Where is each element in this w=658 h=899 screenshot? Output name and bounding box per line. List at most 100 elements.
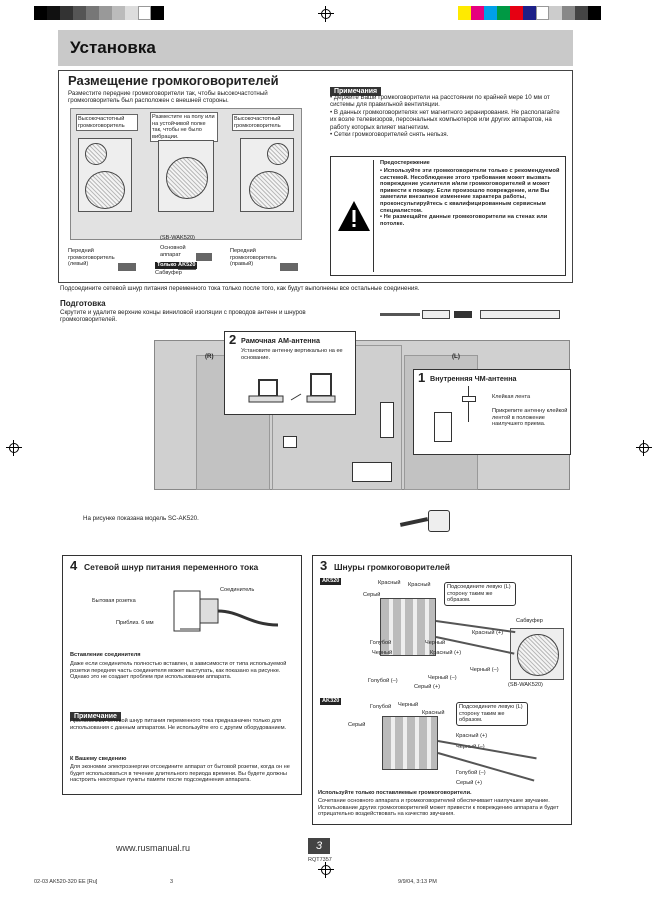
ak520-gray-label: Серый bbox=[363, 592, 381, 598]
ak520-black-minus-2: Черный (–) bbox=[428, 675, 457, 681]
info-title: К Вашему сведению bbox=[70, 756, 127, 762]
ak520-terminal-block bbox=[380, 598, 436, 656]
front-left-block bbox=[118, 263, 136, 271]
ak320-terminal-block bbox=[382, 716, 438, 770]
ak520-red-label-2: Красный bbox=[408, 582, 431, 588]
ak320-tag: AK320 bbox=[320, 698, 342, 705]
am-antenna-callout: 2 Рамочная АМ-антенна Установите антенну… bbox=[224, 331, 356, 415]
fm-tape bbox=[462, 396, 476, 402]
front-speaker-right bbox=[240, 138, 294, 212]
ak520-red-label: Красный bbox=[378, 580, 401, 586]
am-loop-antenna-icon bbox=[248, 373, 336, 403]
ak520-gray-plus: Серый (+) bbox=[414, 684, 440, 690]
ak320-gray-plus: Серый (+) bbox=[456, 780, 482, 786]
r-label: (R) bbox=[205, 353, 214, 360]
placement-intro: Разместите передние громкоговорители так… bbox=[68, 90, 268, 105]
cords-step-number: 3 bbox=[320, 558, 328, 573]
ak520-black-label-2: Черный bbox=[425, 640, 446, 646]
front-left-label: Передний громкоговоритель (левый) bbox=[68, 248, 115, 268]
color-bar-right bbox=[458, 6, 601, 20]
footer-page-badge: 3 bbox=[308, 838, 330, 854]
power-note-tag: Примечание bbox=[70, 712, 121, 721]
main-unit-block bbox=[196, 253, 212, 261]
notes-tag-wrap: Примечания bbox=[330, 80, 382, 98]
use-only-title: Используйте только поставляемые громкого… bbox=[318, 790, 472, 796]
footer-file: 02-03 AK520-320 EE [Ru] bbox=[34, 879, 98, 885]
tweeter-right-label: Высокочастотный громкоговоритель bbox=[232, 114, 294, 132]
note-item: • Сетки громкоговорителей снять нельзя. bbox=[330, 131, 449, 139]
ak520-connect-left: Подсоедините левую (L) сторону таким же … bbox=[444, 582, 516, 606]
cords-section-box bbox=[312, 555, 572, 825]
fm-step-number: 1 bbox=[418, 370, 426, 385]
ak520-subwoofer-label: Сабвуфер bbox=[516, 618, 543, 624]
ak520-black-minus: Черный (–) bbox=[470, 667, 499, 673]
ak520-black-label: Черный bbox=[372, 650, 393, 656]
floor-note-label: Разместите на полу или на устойчивой пол… bbox=[150, 112, 218, 143]
prep-title: Подготовка bbox=[60, 299, 106, 308]
warning-icon-wrap bbox=[334, 160, 374, 272]
connector-label: Соединитель bbox=[220, 587, 255, 593]
power-inlet bbox=[283, 436, 297, 448]
footer-code: RQT7357 bbox=[308, 857, 332, 863]
outlet-label: Бытовая розетка bbox=[92, 598, 136, 604]
caution-title: Предостережение bbox=[380, 160, 430, 166]
header-band: Установка bbox=[58, 30, 573, 66]
connect-note: Подсоедините сетевой шнур питания переме… bbox=[60, 285, 420, 292]
ak320-red-plus: Красный (+) bbox=[456, 733, 488, 739]
fm-title: Внутренняя ЧМ-антенна bbox=[430, 374, 517, 383]
power-note-text: Прилагаемый сетевой шнур питания перемен… bbox=[70, 718, 287, 731]
ak520-tag: AK520 bbox=[320, 578, 342, 585]
wall-socket bbox=[428, 510, 450, 532]
main-unit-label: Основной аппарат bbox=[160, 245, 186, 258]
caution-item: • Не размещайте данные громкоговорители … bbox=[380, 214, 548, 227]
fm-text: Прикрепите антенну клейкой лентой в поло… bbox=[492, 408, 568, 428]
front-right-block bbox=[280, 263, 298, 271]
page-title: Установка bbox=[70, 38, 156, 57]
approx-label: Приблиз. 6 мм bbox=[116, 620, 154, 626]
cords-title: Шнуры громкоговорителей bbox=[334, 562, 451, 572]
caution-box bbox=[330, 156, 566, 276]
fm-terminal bbox=[434, 412, 452, 442]
ak520-blue-minus: Голубой (–) bbox=[368, 678, 398, 684]
antenna-terminal bbox=[380, 402, 394, 438]
footer-page-small: 3 bbox=[170, 879, 174, 885]
caution-list: • Используйте эти громкоговорители тольк… bbox=[380, 168, 562, 227]
l-label: (L) bbox=[452, 353, 460, 360]
power-step-number: 4 bbox=[70, 558, 78, 573]
notes-tag: Примечания bbox=[330, 87, 382, 96]
page-number: 3 bbox=[315, 840, 323, 852]
ak520-red-plus: Красный (+) bbox=[472, 630, 504, 636]
registration-mark-bottom bbox=[318, 862, 334, 878]
terminal-panel bbox=[352, 462, 392, 482]
ak320-gray-label: Серый bbox=[348, 722, 366, 728]
am-step-number: 2 bbox=[229, 332, 237, 347]
subwoofer-label: Сабвуфер bbox=[155, 270, 182, 276]
ak320-blue-label: Голубой bbox=[370, 704, 392, 710]
power-note-tag-wrap: Примечание bbox=[70, 705, 121, 723]
color-bar-left bbox=[34, 6, 164, 20]
ak320-black-label: Черный bbox=[398, 702, 419, 708]
am-text: Установите антенну вертикально на ее осн… bbox=[241, 348, 343, 361]
registration-mark-right bbox=[636, 440, 652, 456]
ak320-red-label: Красный bbox=[422, 710, 445, 716]
insert-text: Даже если соединитель полностью вставлен… bbox=[70, 661, 287, 681]
wire-illustration bbox=[380, 308, 570, 322]
front-speaker-left bbox=[78, 138, 132, 212]
power-connector-icon bbox=[173, 590, 279, 632]
note-item: • В данных громкоговорителях нет магнитн… bbox=[330, 108, 560, 131]
ak520-blue-label: Голубой bbox=[370, 640, 392, 646]
fm-tape-label: Клейкая лента bbox=[492, 394, 531, 400]
placement-title: Размещение громкоговорителей bbox=[68, 73, 279, 88]
info-text: Для экономии электроэнергии отсоедините … bbox=[70, 764, 290, 784]
caution-item: • Используйте эти громкоговорители тольк… bbox=[380, 168, 560, 214]
front-right-label: Передний громкоговоритель (правый) bbox=[230, 248, 277, 268]
warning-triangle-icon bbox=[338, 201, 370, 231]
registration-mark-left bbox=[6, 440, 22, 456]
sub-model-label: (SB-WAK520) bbox=[160, 235, 195, 241]
registration-mark-top bbox=[318, 6, 334, 22]
use-only-text: Сочетание основного аппарата и громкогов… bbox=[318, 798, 559, 818]
plug-cable bbox=[399, 517, 429, 527]
fm-antenna-callout: 1 Внутренняя ЧМ-антенна Клейкая лента Пр… bbox=[413, 369, 571, 455]
note-item: • Держите Ваши громкоговорители на расст… bbox=[330, 94, 550, 109]
only-ak520-tag: Только AK520 bbox=[155, 262, 198, 269]
